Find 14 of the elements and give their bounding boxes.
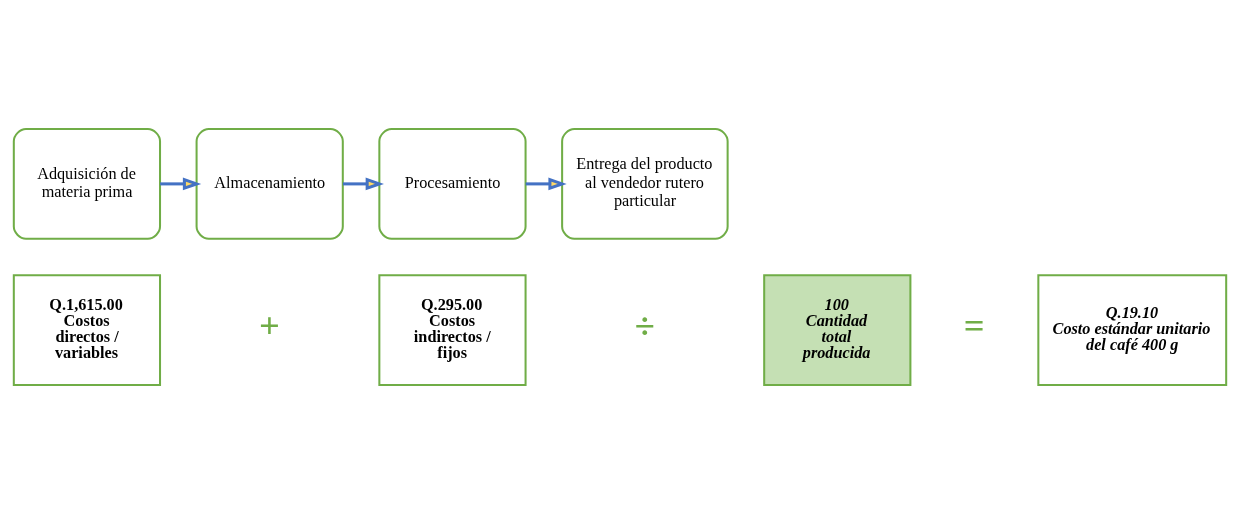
node-box: Q.295.00 Costos indirectos / fijos xyxy=(378,274,527,386)
node-box: Q.1,615.00 Costos directos / variables xyxy=(12,274,162,386)
label: ÷ xyxy=(634,305,655,347)
label: = xyxy=(963,305,985,347)
node-box: Adquisición de materia prima xyxy=(12,128,162,240)
node-box: Almacenamiento xyxy=(195,128,344,240)
label: + xyxy=(259,305,280,347)
node-box: Procesamiento xyxy=(378,128,527,240)
arrow xyxy=(160,177,202,191)
arrow xyxy=(342,177,384,191)
arrow xyxy=(525,177,567,191)
node-box: Entrega del producto al vendedor rutero particular xyxy=(561,128,729,240)
node-box: Q.19.10 Costo estándar unitario del café 400 g xyxy=(1037,274,1228,386)
node-box: 100 Cantidad total producida xyxy=(763,274,912,386)
